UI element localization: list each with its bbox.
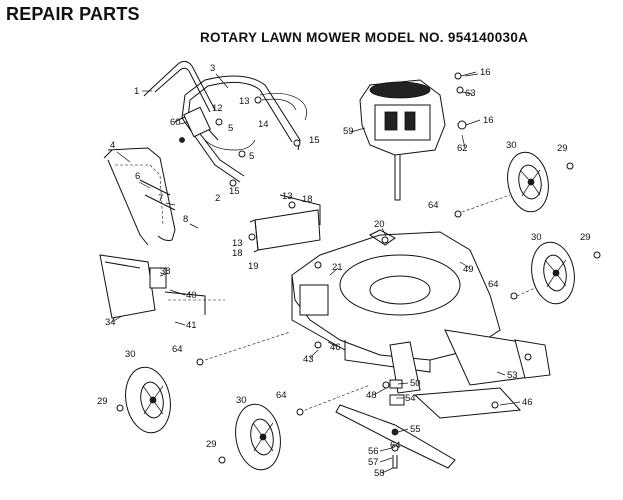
- callout-labels: 1 2 3 4 5 5 6 7 8 12 13 13 13 14 15 15 1…: [97, 63, 591, 479]
- page-title: REPAIR PARTS: [6, 4, 140, 24]
- callout-3: 3: [210, 63, 215, 74]
- callout-59: 59: [343, 126, 354, 137]
- callout-15: 15: [229, 186, 240, 197]
- upper-handle: [143, 60, 216, 113]
- callout-62: 62: [457, 143, 468, 154]
- callout-30: 30: [531, 232, 542, 243]
- callout-13: 13: [282, 191, 293, 202]
- callout-30: 30: [236, 395, 247, 406]
- callout-46: 46: [522, 397, 533, 408]
- bag-frame: [103, 147, 176, 246]
- callout-29: 29: [557, 143, 568, 154]
- callout-6: 6: [135, 171, 140, 182]
- callout-5: 5: [249, 151, 254, 162]
- callout-4: 4: [110, 140, 115, 151]
- callout-46: 46: [330, 342, 341, 353]
- callout-48: 48: [366, 390, 377, 401]
- callout-58: 58: [374, 468, 385, 479]
- callout-1: 1: [134, 86, 139, 97]
- callout-14: 14: [258, 119, 269, 130]
- callout-15: 15: [309, 135, 320, 146]
- discharge-chute: [99, 254, 225, 319]
- control-bar: [174, 106, 219, 143]
- callout-43: 43: [303, 354, 314, 365]
- callout-64: 64: [276, 390, 287, 401]
- model-title: ROTARY LAWN MOWER MODEL NO. 954140030A: [200, 30, 529, 45]
- callout-60: 60: [170, 117, 181, 128]
- axle-lines: [116, 162, 601, 464]
- lower-handle: [181, 75, 301, 183]
- callout-16: 16: [483, 115, 494, 126]
- handle-bolts: [215, 96, 301, 187]
- wheel-rear-right: [507, 151, 549, 213]
- callout-29: 29: [580, 232, 591, 243]
- callout-56: 56: [368, 446, 379, 457]
- callout-64: 64: [172, 344, 183, 355]
- callout-50: 50: [410, 378, 421, 389]
- callout-2: 2: [215, 193, 220, 204]
- callout-18: 18: [302, 194, 313, 205]
- wheel-front-right: [531, 241, 575, 305]
- callout-41: 41: [186, 320, 197, 331]
- callout-13: 13: [232, 238, 243, 249]
- misc-parts: [248, 201, 532, 409]
- callout-53: 53: [507, 370, 518, 381]
- callout-29: 29: [97, 396, 108, 407]
- callout-16: 16: [480, 67, 491, 78]
- engine: [359, 71, 481, 201]
- callout-30: 30: [125, 349, 136, 360]
- callout-18: 18: [232, 248, 243, 259]
- wheel-front-left: [125, 366, 171, 434]
- callout-21: 21: [332, 262, 343, 273]
- callout-49: 49: [463, 264, 474, 275]
- callout-34: 34: [105, 317, 116, 328]
- callout-40: 40: [186, 290, 197, 301]
- callout-64: 64: [428, 200, 439, 211]
- callout-8: 8: [183, 214, 188, 225]
- mower-deck: [291, 229, 501, 373]
- callout-64: 64: [488, 279, 499, 290]
- wheel-rear-left: [235, 403, 281, 471]
- callout-5: 5: [228, 123, 233, 134]
- callout-55: 55: [410, 424, 421, 435]
- callout-30: 30: [506, 140, 517, 151]
- callout-13: 13: [239, 96, 250, 107]
- side-baffle: [389, 329, 551, 419]
- leader-lines: [111, 73, 521, 474]
- callout-54: 54: [405, 393, 416, 404]
- callout-20: 20: [374, 219, 385, 230]
- cable: [204, 93, 307, 151]
- callout-29: 29: [206, 439, 217, 450]
- callout-7: 7: [158, 193, 163, 204]
- callout-19: 19: [248, 261, 259, 272]
- callout-64: 64: [390, 440, 401, 451]
- callout-38: 38: [160, 266, 171, 277]
- rear-flap: [249, 194, 321, 253]
- callout-12: 12: [212, 103, 223, 114]
- callout-57: 57: [368, 457, 379, 468]
